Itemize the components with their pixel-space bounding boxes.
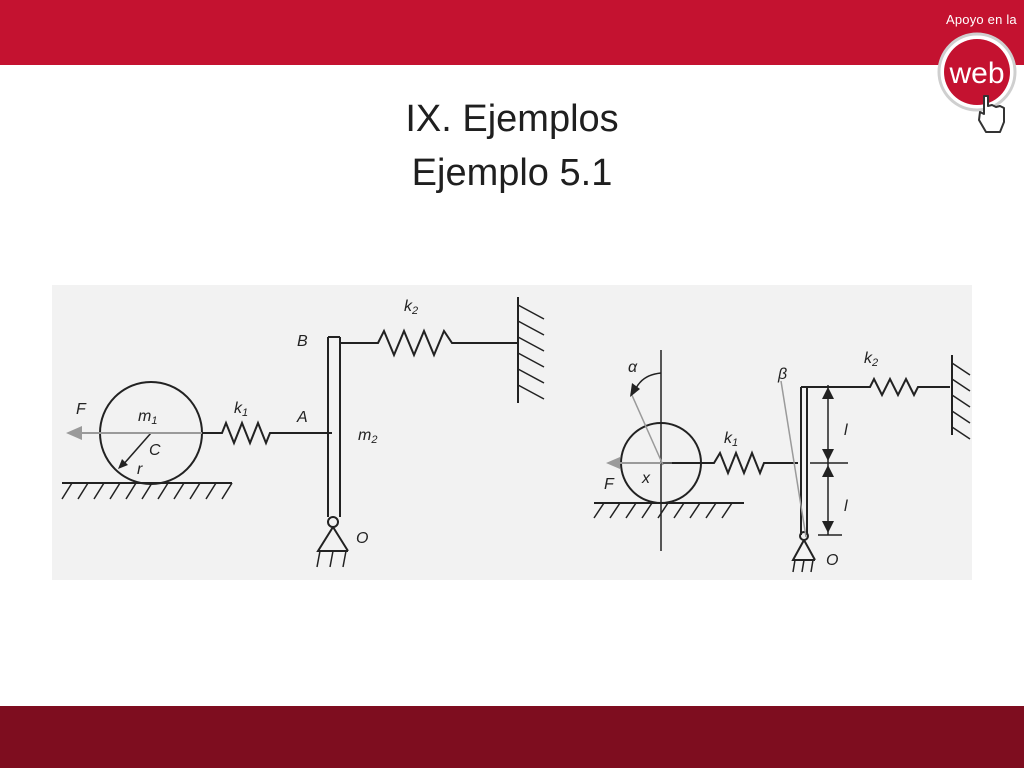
- rotated-disk-line: [630, 392, 664, 466]
- rotated-bar-line: [780, 380, 807, 538]
- right-force-arrow: [606, 457, 661, 469]
- left-force-arrow: [66, 426, 202, 440]
- label-k2-right: k2: [864, 350, 879, 370]
- title-line-2: Ejemplo 5.1: [411, 152, 613, 194]
- label-k1-right: k1: [724, 430, 739, 450]
- label-o-right: O: [826, 552, 839, 569]
- mechanism-figure: F m1 C r k1 k2 A B m2 O α β k2 k1 l l x …: [52, 285, 972, 580]
- title-line-1: IX. Ejemplos: [405, 98, 619, 140]
- left-ground-hatch: [61, 482, 233, 500]
- pivot-support: [316, 526, 348, 552]
- radius-arrowhead: [118, 459, 128, 469]
- left-system: [61, 297, 545, 568]
- label-m1: m1: [138, 408, 158, 428]
- label-a: A: [297, 409, 308, 426]
- label-beta: β: [778, 366, 788, 383]
- pivot-o: [327, 516, 339, 528]
- label-alpha: α: [628, 359, 638, 376]
- label-o-left: O: [356, 530, 369, 547]
- label-l-bottom: l: [844, 498, 848, 515]
- label-k2-left: k2: [404, 298, 419, 318]
- spring-k2: [340, 328, 518, 358]
- mechanism-drawing: [61, 297, 971, 573]
- label-l-top: l: [844, 422, 848, 439]
- label-x: x: [642, 470, 650, 487]
- label-force-f-right: F: [604, 476, 614, 493]
- label-r: r: [137, 461, 143, 478]
- label-c: C: [149, 442, 161, 459]
- dimension-arrowheads: [822, 387, 834, 533]
- alpha-arrowhead: [630, 383, 640, 397]
- label-b: B: [297, 333, 308, 350]
- radius-r: [121, 432, 152, 467]
- bottom-banner: [0, 706, 1024, 768]
- web-logo[interactable]: web: [930, 28, 1024, 138]
- top-banner: [0, 0, 1024, 65]
- right-ground-hatch: [593, 502, 733, 519]
- spring-k1-right: [672, 450, 798, 476]
- brand-logo-text: web: [948, 57, 1004, 90]
- left-wall-hatch: [517, 304, 545, 400]
- spring-k1: [202, 420, 332, 446]
- slide-title: IX. Ejemplos Ejemplo 5.1: [0, 92, 1024, 200]
- spring-k2-right: [807, 376, 950, 398]
- label-k1-left: k1: [234, 400, 249, 420]
- label-force-f-left: F: [76, 401, 86, 418]
- hand-cursor-icon: [978, 95, 1005, 133]
- label-m2: m2: [358, 427, 378, 447]
- brand-caption: Apoyo en la: [946, 12, 1017, 27]
